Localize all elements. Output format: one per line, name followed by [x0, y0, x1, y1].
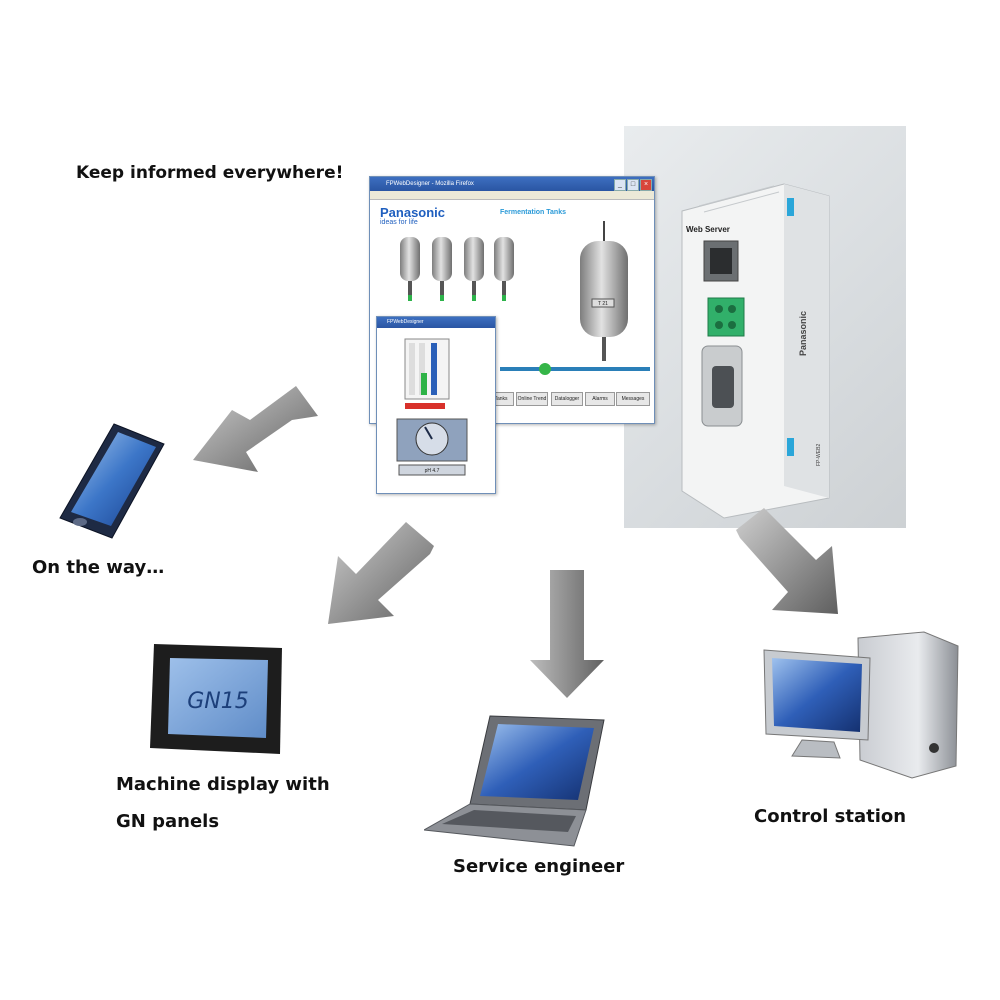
control-station-icon [763, 631, 959, 779]
headline: Keep informed everywhere! [76, 163, 344, 183]
brand-slogan: ideas for life [380, 219, 418, 226]
nav-button-messages[interactable]: Messages [616, 392, 650, 406]
arrow-to-panel [328, 522, 434, 624]
close-icon[interactable]: × [640, 179, 652, 191]
label-laptop: Service engineer [453, 856, 625, 877]
label-station: Control station [754, 806, 907, 827]
brand-logo: Panasonic [380, 205, 446, 220]
label-panel-line1: Machine display with [116, 774, 330, 795]
pipe [500, 367, 650, 371]
page-heading: Fermentation Tanks [500, 209, 566, 216]
module-label: Web Server [686, 225, 730, 234]
arrow-to-station [736, 508, 838, 614]
label-panel-line2: GN panels [116, 811, 220, 832]
browser-titlebar: FPWebDesigner - Mozilla Firefox _ □ × [370, 177, 654, 191]
popup-title: FPWebDesigner [387, 319, 424, 325]
nav-button-online-trend[interactable]: Online Trend [516, 392, 548, 406]
browser-window: FPWebDesigner - Mozilla Firefox _ □ × Pa… [369, 176, 655, 424]
pump [539, 363, 551, 375]
browser-title: FPWebDesigner - Mozilla Firefox [386, 181, 474, 187]
browser-menubar [370, 191, 654, 200]
arrow-to-laptop [530, 570, 604, 698]
nav-button-datalogger[interactable]: Datalogger [551, 392, 583, 406]
small-tank [464, 237, 484, 301]
laptop-icon [424, 715, 605, 847]
module-model: FP-WEB2 [816, 444, 822, 466]
popup-content: pH 4.7 [396, 338, 468, 476]
gn-screen-text: GN15 [187, 689, 249, 714]
small-tank [400, 237, 420, 301]
tank-tag: T 21 [598, 301, 608, 307]
popup-titlebar: FPWebDesigner [377, 317, 495, 328]
gn-panel-display: GN15 [150, 644, 282, 754]
module-brand: Panasonic [798, 311, 808, 356]
maximize-icon[interactable]: □ [627, 179, 639, 191]
gauge-readout: pH 4.7 [425, 468, 440, 474]
small-tank [432, 237, 452, 301]
popup-window: FPWebDesigner pH 4.7 [376, 316, 496, 494]
big-tank: T 21 [580, 221, 628, 361]
process-diagram: T 21 [400, 221, 650, 375]
smartphone-icon [59, 423, 165, 539]
arrow-to-mobile [193, 386, 318, 472]
label-mobile: On the way… [32, 557, 165, 578]
nav-button-alarms[interactable]: Alarms [585, 392, 615, 406]
small-tank [494, 237, 514, 301]
web-server-module: Web Server Panasonic FP-WEB2 [681, 183, 830, 519]
minimize-icon[interactable]: _ [614, 179, 626, 191]
